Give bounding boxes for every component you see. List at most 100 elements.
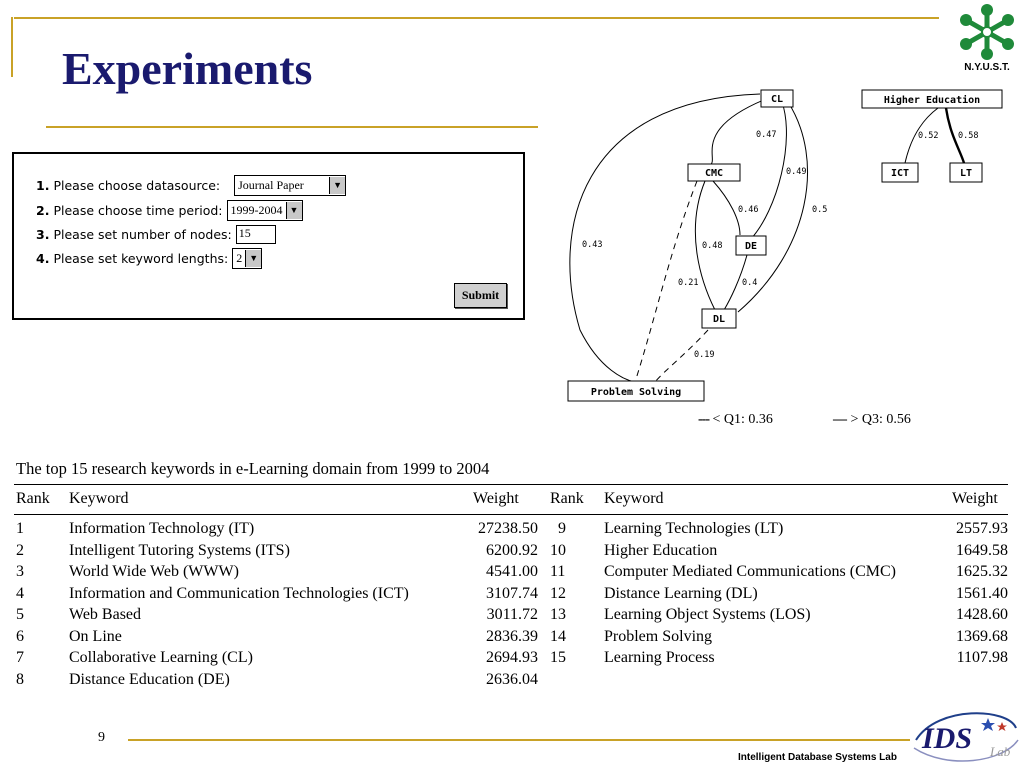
svg-text:CL: CL (771, 94, 783, 105)
table-cell-keyword: Information and Communication Technologi… (69, 584, 409, 602)
header-keyword: Keyword (604, 490, 664, 507)
time-period-value: 1999-2004 (230, 202, 283, 217)
table-cell-weight: 4541.00 (486, 563, 538, 580)
edge-dl-ps (654, 329, 709, 383)
table-cell-rank: 6 (16, 627, 24, 645)
table-cell-weight: 2694.93 (486, 649, 538, 666)
edge-label-cmc-ps: 0.21 (678, 278, 698, 288)
svg-text:ICT: ICT (891, 168, 909, 179)
row-number: 2. (36, 202, 50, 218)
edge-label-cl-dl: 0.5 (812, 205, 827, 215)
header-weight: Weight (952, 490, 998, 507)
nodes-label: Please set number of nodes: (53, 226, 232, 242)
table-cell-rank: 1 (16, 520, 24, 537)
edge-cl-dl (737, 101, 808, 313)
node-cmc: CMC (687, 163, 741, 182)
table-cell-rank: 9 (558, 520, 566, 537)
svg-text:IDS: IDS (921, 722, 972, 755)
table-cell-rank: 12 (550, 584, 566, 602)
table-cell-weight: 2557.93 (956, 520, 1008, 537)
dropdown-arrow-icon: ▼ (245, 249, 262, 267)
table-cell-rank: 2 (16, 541, 24, 559)
footer-lab-name: Intelligent Database Systems Lab (738, 752, 897, 763)
edge-label-cmc-dl: 0.48 (702, 241, 722, 251)
table-cell-rank: 8 (16, 670, 24, 688)
table-cell-keyword: Web Based (69, 606, 142, 623)
row-number: 3. (36, 226, 50, 242)
svg-text:Lab: Lab (989, 744, 1011, 759)
table-cell-rank: 15 (550, 649, 566, 666)
table-cell-keyword: Problem Solving (604, 627, 713, 645)
table-cell-keyword: Learning Object Systems (LOS) (604, 606, 811, 623)
table-cell-weight: 2636.04 (486, 670, 538, 688)
header-rank: Rank (550, 490, 584, 507)
table-cell-keyword: On Line (69, 627, 122, 645)
time-period-select[interactable]: 1999-2004 ▼ (226, 199, 303, 221)
datasource-select[interactable]: Journal Paper ▼ (234, 174, 347, 196)
table-cell-weight: 1649.58 (956, 541, 1008, 559)
edge-label-cmc-de: 0.46 (738, 205, 758, 215)
header-weight: Weight (473, 490, 519, 507)
nodes-row: 3. Please set number of nodes: 15 (36, 224, 276, 244)
node-lt: LT (949, 162, 983, 183)
dashed-line-icon: --- (698, 412, 710, 427)
datasource-label: Please choose datasource: (53, 177, 221, 193)
edge-cmc-de (712, 180, 741, 236)
node-ict: ICT (881, 162, 919, 183)
svg-text:LT: LT (960, 168, 972, 179)
table-cell-rank: 14 (550, 627, 566, 645)
logo-caption: N.Y.U.S.T. (964, 62, 1010, 73)
edge-label-de-dl: 0.4 (742, 278, 757, 288)
table-cell-keyword: Distance Learning (DL) (604, 584, 758, 602)
table-cell-rank: 10 (550, 541, 566, 559)
edge-label-cl-cmc: 0.47 (756, 130, 776, 140)
table-cell-weight: 2836.39 (486, 627, 538, 645)
bold-line-icon: — (833, 412, 847, 427)
svg-text:Higher Education: Higher Education (884, 94, 980, 106)
keyword-length-select[interactable]: 2 ▼ (232, 247, 263, 269)
table-cell-weight: 1107.98 (956, 649, 1008, 666)
table-cell-rank: 3 (16, 563, 24, 580)
keyword-network-graph: CL CMC DE DL Problem Solving Higher Educ… (567, 89, 1003, 402)
accent-bar-vertical (11, 17, 13, 77)
edge-cl-cmc (709, 98, 767, 166)
submit-button[interactable]: Submit (454, 283, 507, 308)
svg-text:Problem Solving: Problem Solving (591, 386, 681, 398)
table-cell-rank: 11 (550, 563, 566, 580)
svg-text:DE: DE (745, 241, 757, 252)
edge-label-cl-ps: 0.43 (582, 240, 602, 250)
legend-q3: — > Q3: 0.56 (833, 412, 911, 428)
table-cell-weight: 27238.50 (478, 520, 538, 537)
table-cell-weight: 3011.72 (486, 606, 538, 623)
dropdown-arrow-icon: ▼ (285, 201, 302, 219)
table-cell-keyword: Collaborative Learning (CL) (69, 649, 253, 666)
legend-q3-label: > Q3: 0.56 (850, 412, 911, 427)
table-cell-weight: 6200.92 (486, 541, 538, 559)
table-rule-top (14, 484, 1008, 485)
accent-line-top (14, 17, 939, 19)
table-cell-rank: 5 (16, 606, 24, 623)
row-number: 1. (36, 177, 50, 193)
edge-label-he-lt: 0.58 (958, 131, 978, 141)
table-cell-keyword: Intelligent Tutoring Systems (ITS) (69, 541, 290, 559)
footer-line (128, 739, 910, 741)
keyword-length-row: 4. Please set keyword lengths: 2 ▼ (36, 247, 263, 269)
time-period-label: Please choose time period: (53, 202, 223, 218)
edge-de-dl (723, 254, 748, 311)
legend-q1: --- < Q1: 0.36 (698, 412, 773, 428)
query-form: 1. Please choose datasource: Journal Pap… (12, 152, 525, 320)
nodes-input[interactable]: 15 (235, 224, 276, 244)
edge-label-dl-ps: 0.19 (694, 350, 714, 360)
table-cell-keyword: Higher Education (604, 541, 718, 559)
node-dl: DL (701, 308, 737, 329)
table-cell-keyword: World Wide Web (WWW) (69, 563, 239, 580)
node-cl: CL (760, 89, 794, 108)
edge-cl-de (749, 101, 787, 241)
edge-label-he-ict: 0.52 (918, 131, 938, 141)
table-cell-rank: 4 (16, 584, 24, 602)
ids-lab-logo-icon: IDS Lab (913, 712, 1019, 762)
edge-he-lt (944, 107, 966, 164)
edge-he-ict (904, 107, 939, 164)
table-cell-keyword: Learning Technologies (LT) (604, 520, 784, 537)
table-cell-weight: 3107.74 (486, 584, 538, 602)
